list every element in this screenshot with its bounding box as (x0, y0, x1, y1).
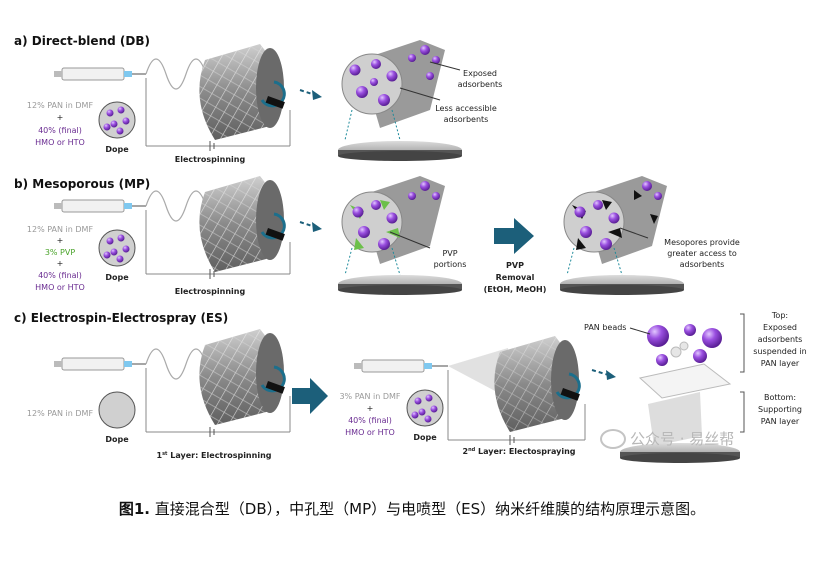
panel-b-additive-1: 40% (final) (38, 271, 82, 280)
removal-1: PVP (506, 261, 524, 270)
pvp-label-1: PVP (442, 249, 457, 258)
panel-a-additive-1: 40% (final) (38, 126, 82, 135)
watermark: 公众号 · 易丝帮 (600, 428, 734, 449)
dope-circle (98, 101, 136, 139)
label-less-1: Less accessible (435, 104, 497, 113)
process-arrow-icon (494, 218, 534, 254)
panel-a-dope: Dope (105, 145, 129, 154)
layer1-label: 1st Layer: Electrospinning (157, 451, 272, 460)
label-exposed-1: Exposed (463, 69, 497, 78)
panel-b-title: b) Mesoporous (MP) (14, 177, 150, 191)
arrow-icon (312, 90, 322, 100)
panel-c-solution: 12% PAN in DMF (27, 409, 94, 418)
panel-b-pvp: 3% PVP (45, 248, 76, 257)
watermark-text: 公众号 · 易丝帮 (630, 430, 735, 448)
layer2-label: 2nd Layer: Electospraying (463, 447, 576, 456)
panel-c-solution2: 3% PAN in DMF (339, 392, 400, 401)
collector-drum (494, 336, 581, 432)
collector-drum (199, 329, 286, 425)
pvp-label-2: portions (434, 260, 467, 269)
panel-c-title: c) Electrospin-Electrospray (ES) (14, 311, 228, 325)
dope-circle (98, 229, 136, 267)
panel-c-dope2: Dope (413, 433, 437, 442)
panel-b-additive-2: HMO or HTO (35, 283, 85, 292)
meso-label-2: greater access to (667, 249, 737, 258)
panel-a: a) Direct-blend (DB) 12% PAN in DMF + 40… (14, 34, 502, 164)
fiber-cross-section-pvp (341, 176, 445, 264)
dope-circle (98, 391, 136, 429)
top-label-3: adsorbents (758, 335, 803, 344)
top-label-1: Top: (771, 311, 788, 320)
syringe-icon (54, 67, 146, 81)
panel-a-plus: + (57, 113, 64, 122)
panel-b-solution: 12% PAN in DMF (27, 225, 94, 234)
panel-b-plus2: + (57, 259, 64, 268)
top-label-2: Exposed (763, 323, 797, 332)
syringe-icon (354, 359, 448, 373)
syringe-icon (54, 357, 146, 371)
panel-c: c) Electrospin-Electrospray (ES) 12% PAN… (14, 311, 807, 463)
panel-c-additive-2: HMO or HTO (345, 428, 395, 437)
bottom-label-2: Supporting (758, 405, 802, 414)
bottom-label-3: PAN layer (761, 417, 800, 426)
pan-beads-layer (638, 324, 732, 446)
panel-a-process: Electrospinning (175, 155, 246, 164)
panel-b-dope: Dope (105, 273, 129, 282)
top-label-5: PAN layer (761, 359, 800, 368)
removal-3: (EtOH, MeOH) (484, 285, 547, 294)
panel-b: b) Mesoporous (MP) 12% PAN in DMF + 3% P… (14, 176, 740, 296)
label-exposed-2: adsorbents (458, 80, 503, 89)
meso-label-3: adsorbents (680, 260, 725, 269)
figure-caption: 图1. 直接混合型（DB），中孔型（MP）与电喷型（ES）纳米纤维膜的结构原理示… (0, 492, 824, 526)
meso-label-1: Mesopores provide (664, 238, 740, 247)
panel-c-additive-1: 40% (final) (348, 416, 392, 425)
top-label-4: suspended in (753, 347, 806, 356)
panel-c-dope: Dope (105, 435, 129, 444)
arrow-icon (312, 222, 322, 232)
label-less-2: adsorbents (444, 115, 489, 124)
fiber-cross-section (341, 40, 445, 128)
wechat-icon (600, 428, 626, 449)
process-arrow-icon (292, 378, 328, 414)
collector-drum (199, 176, 286, 272)
caption-text: 直接混合型（DB），中孔型（MP）与电喷型（ES）纳米纤维膜的结构原理示意图。 (150, 500, 706, 518)
removal-2: Removal (496, 273, 535, 282)
bottom-label-1: Bottom: (764, 393, 796, 402)
schematic-figure: a) Direct-blend (DB) 12% PAN in DMF + 40… (14, 34, 807, 463)
fiber-cross-section-mesoporous (563, 176, 667, 264)
panel-c-plus: + (367, 404, 374, 413)
caption-label: 图1. (118, 500, 151, 518)
panel-b-plus1: + (57, 236, 64, 245)
beads-label: PAN beads (584, 323, 626, 332)
arrow-icon (606, 370, 616, 380)
panel-a-additive-2: HMO or HTO (35, 138, 85, 147)
syringe-icon (54, 199, 146, 213)
dope-circle (406, 389, 444, 427)
panel-a-title: a) Direct-blend (DB) (14, 34, 150, 48)
panel-a-solution: 12% PAN in DMF (27, 101, 94, 110)
collector-drum (199, 44, 286, 140)
panel-b-process: Electrospinning (175, 287, 246, 296)
